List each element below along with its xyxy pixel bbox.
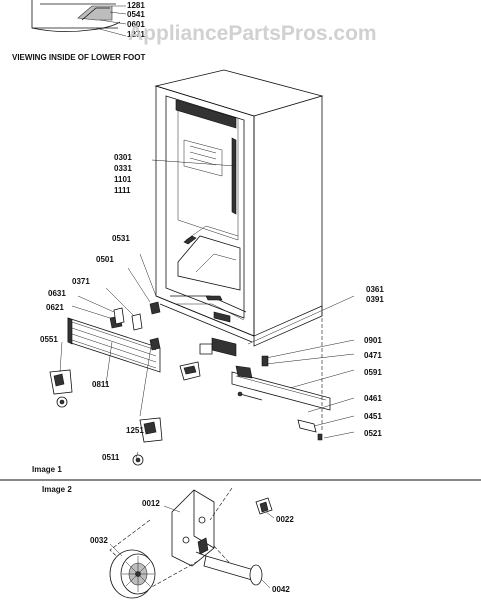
inset-part-label: 1271	[127, 30, 145, 39]
inset-part-label: 0601	[127, 20, 145, 29]
part-label-0551: 0551	[40, 335, 58, 344]
right-rail-assembly	[199, 306, 331, 441]
part-label-0631: 0631	[48, 289, 66, 298]
image1-label: Image 1	[32, 465, 62, 474]
part-label-0591: 0591	[364, 368, 382, 377]
part-label-0521: 0521	[364, 429, 382, 438]
image2-label: Image 2	[42, 485, 72, 494]
part-label-0501: 0501	[96, 255, 114, 264]
center-bracket	[179, 361, 201, 381]
part-label-0621: 0621	[46, 303, 64, 312]
front-grille	[67, 315, 161, 373]
part-label-0032: 0032	[90, 536, 108, 545]
part-label-0042: 0042	[272, 585, 290, 594]
part-label-0471: 0471	[364, 351, 382, 360]
image1-leaders	[59, 159, 355, 459]
part-label-0451: 0451	[364, 412, 382, 421]
image1-part-labels: 0301 0331 1101 1111 0531 0501 0371 0631 …	[32, 153, 384, 474]
inset-caption: VIEWING INSIDE OF LOWER FOOT	[12, 53, 145, 62]
front-caster-assembly	[132, 417, 163, 466]
part-label-0331: 0331	[114, 164, 132, 173]
part-label-0371: 0371	[72, 277, 90, 286]
part-label-0901: 0901	[364, 336, 382, 345]
inset-lower-foot: 1281 0541 0601 1271 VIEWING INSIDE OF LO…	[12, 0, 145, 62]
part-label-0361: 0361	[366, 285, 384, 294]
part-label-1111: 1111	[114, 186, 131, 195]
part-label-0511: 0511	[102, 453, 120, 462]
left-caster-assembly	[49, 369, 73, 408]
part-label-0391: 0391	[366, 295, 384, 304]
part-label-0301: 0301	[114, 153, 132, 162]
image2-caster-assembly: Image 2 0012 0022 0032 0042	[42, 485, 294, 599]
part-label-0531: 0531	[112, 234, 130, 243]
part-label-1251: 1251	[126, 426, 144, 435]
watermark: AppliancePartsPros.com	[128, 22, 377, 45]
cabinet-assembly	[154, 69, 324, 347]
part-label-0811: 0811	[92, 380, 110, 389]
inset-part-label: 0541	[127, 10, 145, 19]
part-label-0012: 0012	[142, 499, 160, 508]
clip-brackets	[113, 301, 161, 331]
part-label-0461: 0461	[364, 394, 382, 403]
inset-part-label: 1281	[127, 1, 145, 10]
part-label-1101: 1101	[114, 175, 132, 184]
part-label-0022: 0022	[276, 515, 294, 524]
